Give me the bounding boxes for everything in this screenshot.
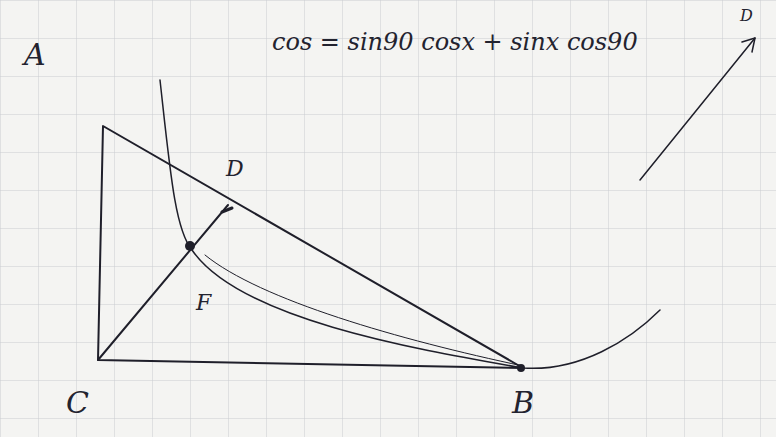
point-label: F xyxy=(196,292,211,314)
formula-note: cos = sin90 cosx + sinx cos90 xyxy=(272,30,638,54)
triangle xyxy=(98,126,523,368)
point-label: C xyxy=(66,388,89,418)
segment-cd xyxy=(98,205,228,360)
point-label: B xyxy=(512,388,534,418)
point-label: D xyxy=(226,158,244,180)
point-dot xyxy=(517,364,525,372)
curve-trace xyxy=(205,255,523,366)
point-dot xyxy=(185,241,195,251)
point-label: A xyxy=(24,40,46,70)
curve xyxy=(160,80,660,368)
tick-mark xyxy=(222,208,232,212)
point-label: D xyxy=(740,8,753,24)
arrow-head xyxy=(742,38,755,52)
arrow-line xyxy=(640,38,755,180)
